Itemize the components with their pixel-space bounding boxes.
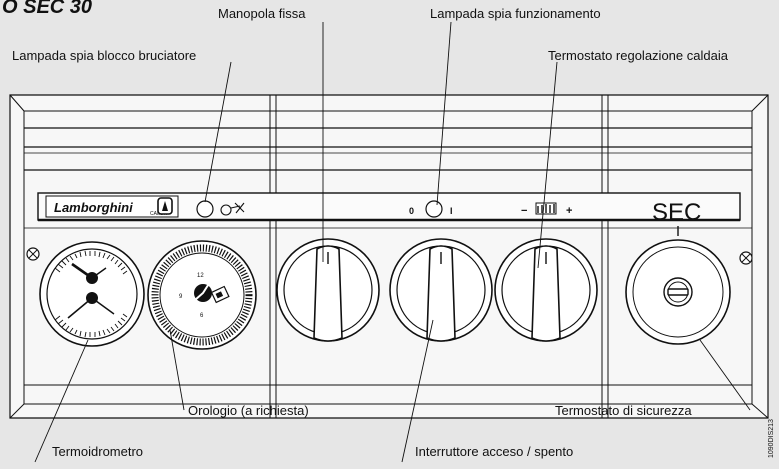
sec-label: SEC [652,199,701,226]
switch-on-symbol: I [450,206,453,216]
label-lampada-blocco: Lampada spia blocco bruciatore [12,48,196,63]
switch-off-symbol: 0 [409,206,414,216]
leader-lines [34,21,751,463]
fixed-knob [276,238,380,342]
leader-termostato-caldaia [537,61,558,269]
bull-emblem-icon [157,197,173,215]
burner-flame-icon [220,202,245,216]
label-termoidrometro: Termoidrometro [52,444,143,459]
label-manopola-fissa: Manopola fissa [218,6,306,21]
svg-text:Lamborghini: Lamborghini [54,200,133,215]
model-title: O SEC 30 [2,0,92,18]
leader-lampada-funzionamento [436,21,452,206]
label-interruttore: Interruttore acceso / spento [415,444,573,459]
drawing-code: 1090DIS213 [768,419,775,458]
screw-left-icon [26,247,40,261]
clock-number-6: 6 [200,313,204,319]
leader-lampada-blocco [204,61,232,203]
thermostat-minus: − [521,205,527,217]
timer-clock: 12 9 6 3 [147,240,257,350]
on-off-switch-knob [389,238,493,342]
leader-interruttore [401,319,434,463]
label-lampada-funzionamento: Lampada spia funzionamento [430,6,601,21]
label-orologio: Orologio (a richiesta) [188,403,309,418]
safety-thermostat [625,226,731,345]
operation-lamp [425,200,443,218]
burner-block-lamp [196,200,214,218]
leader-termostato-sicurezza [699,339,751,411]
label-termostato-caldaia: Termostato regolazione caldaia [548,48,729,63]
thermostat-plus: + [566,205,572,217]
gauge-ticks [54,250,128,338]
boiler-thermostat-knob [494,238,598,342]
temperature-scale-icon [535,202,557,215]
clock-number-12: 12 [197,273,204,279]
thermohydrometer-gauge [39,241,145,347]
brand-logo: Lamborghini CALOR [45,195,179,218]
clock-number-9: 9 [179,294,183,300]
leader-orologio [169,329,185,411]
leader-termoidrometro [34,339,89,463]
label-termostato-sicurezza: Termostato di sicurezza [555,403,692,418]
screw-right-icon [739,251,753,265]
